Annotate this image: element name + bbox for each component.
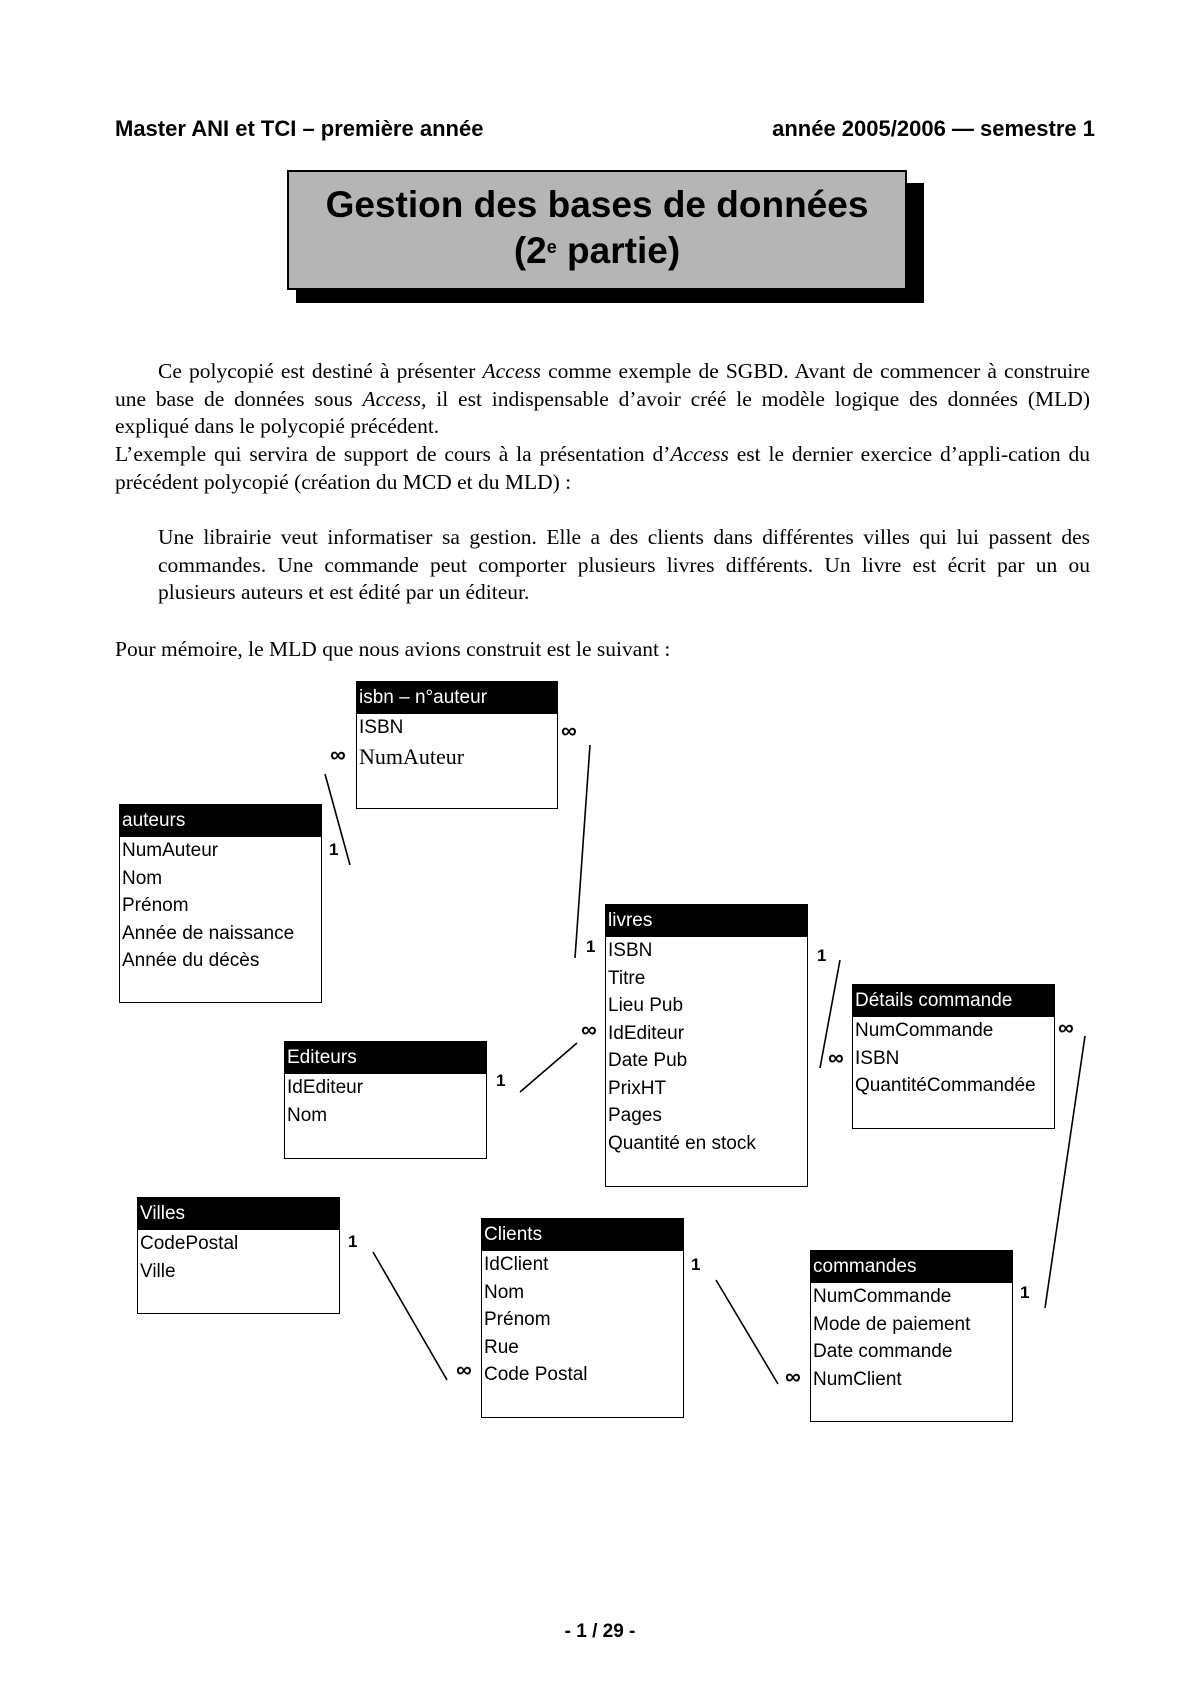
- table-livres: livres ISBN Titre Lieu Pub IdEditeur Dat…: [605, 904, 808, 1187]
- card-many-clients-codepostal: ∞: [456, 1357, 472, 1382]
- table-field: NumAuteur: [359, 743, 465, 769]
- table-field: NumAuteur: [122, 840, 219, 861]
- table-header: auteurs: [120, 805, 321, 837]
- table-field: Nom: [122, 867, 163, 889]
- card-one-livres-details: 1: [817, 946, 827, 965]
- table-field: IdEditeur: [287, 1077, 364, 1098]
- table-field: Nom: [484, 1281, 525, 1303]
- table-field: Date Pub: [608, 1050, 688, 1071]
- table-header: Villes: [138, 1198, 339, 1230]
- table-isbn-auteur: isbn – n°auteur ISBN NumAuteur: [356, 681, 558, 809]
- card-one-clients: 1: [691, 1255, 701, 1274]
- table-field: ISBN: [855, 1047, 900, 1069]
- table-field: ISBN: [608, 940, 653, 961]
- table-field: Titre: [608, 967, 646, 989]
- header-year: année 2005/2006 — semestre 1: [772, 116, 1095, 141]
- table-auteurs: auteurs NumAuteur Nom Prénom Année de na…: [119, 804, 322, 1003]
- table-details-commande: Détails commande NumCommande ISBN Quanti…: [852, 984, 1055, 1129]
- card-one-commandes: 1: [1020, 1283, 1030, 1302]
- link-isbnauteur-livres: [574, 744, 591, 959]
- title-superscript: e: [546, 237, 557, 257]
- table-field: Mode de paiement: [813, 1313, 971, 1335]
- table-villes: Villes CodePostal Ville: [137, 1197, 340, 1314]
- table-clients: Clients IdClient Nom Prénom Rue Code Pos…: [481, 1218, 684, 1418]
- table-field: Quantité en stock: [608, 1132, 756, 1154]
- intro-paragraph-2: L’exemple qui servira de support de cour…: [115, 442, 1091, 494]
- table-field: ISBN: [359, 717, 404, 738]
- table-field: Code Postal: [484, 1364, 588, 1385]
- table-field: NumCommande: [855, 1020, 994, 1041]
- page-number: - 1 / 29 -: [564, 1621, 636, 1642]
- table-header: Editeurs: [285, 1042, 486, 1074]
- card-one-villes: 1: [348, 1232, 358, 1251]
- table-header: isbn – n°auteur: [357, 682, 557, 714]
- table-field: Date commande: [813, 1341, 953, 1362]
- card-many-details-isbn: ∞: [828, 1045, 844, 1070]
- link-clients-commandes: [715, 1279, 779, 1385]
- table-field: PrixHT: [608, 1077, 667, 1099]
- card-many-livres-idediteur: ∞: [581, 1017, 597, 1042]
- table-field: Pages: [608, 1105, 662, 1126]
- table-field: NumCommande: [813, 1286, 952, 1307]
- table-field: Lieu Pub: [608, 995, 684, 1016]
- table-field: Rue: [484, 1336, 519, 1358]
- table-header: commandes: [811, 1251, 1012, 1283]
- title-part-label: partie): [556, 230, 681, 271]
- link-auteurs-isbnauteur: [324, 773, 351, 866]
- table-field: Prénom: [484, 1309, 551, 1330]
- table-field: Ville: [140, 1260, 176, 1282]
- link-editeurs-livres: [519, 1042, 578, 1093]
- document-title: Gestion des bases de données (2e partie): [287, 170, 907, 290]
- table-field: Année de naissance: [122, 922, 295, 944]
- title-line-1: Gestion des bases de données: [325, 184, 869, 225]
- table-field: Année du décès: [122, 950, 260, 971]
- card-many-isbnauteur-left: ∞: [330, 742, 346, 767]
- title-part-number: (2: [513, 230, 547, 271]
- card-many-commandes-numclient: ∞: [785, 1364, 801, 1389]
- card-one-editeurs: 1: [496, 1071, 506, 1090]
- link-livres-details: [819, 959, 841, 1069]
- intro-paragraph-1: Ce polycopié est destiné à présenter Acc…: [115, 359, 1091, 438]
- table-field: IdClient: [484, 1254, 549, 1275]
- table-field: Prénom: [122, 895, 189, 916]
- exercise-statement: Une librairie veut informatiser sa gesti…: [158, 525, 1090, 604]
- table-field: CodePostal: [140, 1233, 239, 1254]
- table-header: livres: [606, 905, 807, 937]
- card-one-auteurs: 1: [329, 840, 339, 859]
- memo-line: Pour mémoire, le MLD que nous avions con…: [115, 637, 671, 661]
- card-many-isbnauteur-right: ∞: [561, 718, 577, 743]
- table-header: Détails commande: [853, 985, 1054, 1017]
- table-field: QuantitéCommandée: [855, 1075, 1036, 1096]
- link-details-commandes: [1044, 1035, 1086, 1309]
- table-field: NumClient: [813, 1368, 902, 1390]
- header-course: Master ANI et TCI – première année: [115, 116, 484, 141]
- title-line-2: (2e partie): [289, 228, 905, 274]
- table-editeurs: Editeurs IdEditeur Nom: [284, 1041, 487, 1159]
- link-villes-clients: [372, 1251, 448, 1381]
- table-commandes: commandes NumCommande Mode de paiement D…: [810, 1250, 1013, 1422]
- card-many-details-numcommande: ∞: [1058, 1015, 1074, 1040]
- table-field: Nom: [287, 1104, 328, 1126]
- card-one-livres-isbn: 1: [586, 937, 596, 956]
- table-field: IdEditeur: [608, 1022, 685, 1044]
- table-header: Clients: [482, 1219, 683, 1251]
